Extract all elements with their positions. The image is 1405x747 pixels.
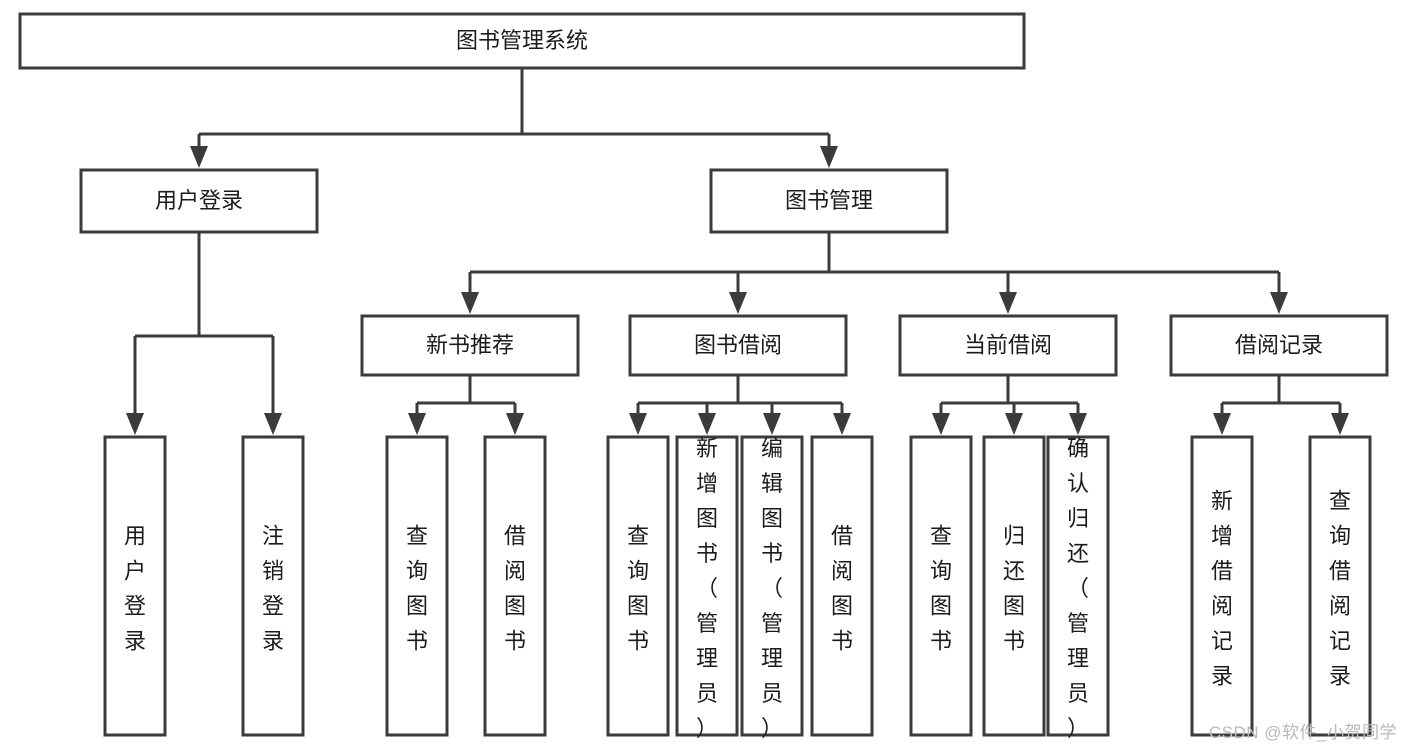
node-leaf-return-book[interactable]: 归还图书 (982, 435, 1046, 737)
node-box-leaf-query-book-cb (909, 435, 973, 737)
node-box-leaf-add-book (675, 435, 739, 737)
node-leaf-user-login[interactable]: 用户登录 (103, 435, 167, 737)
node-box-user-login (79, 168, 319, 234)
node-root[interactable]: 图书管理系统 (18, 12, 1026, 70)
node-leaf-borrow-book-bb[interactable]: 借阅图书 (810, 435, 874, 737)
connector-arrow (506, 413, 524, 435)
node-box-leaf-return-book (982, 435, 1046, 737)
node-label-current-borrow: 当前借阅 (964, 332, 1052, 357)
node-new-book-rec[interactable]: 新书推荐 (360, 314, 580, 377)
node-box-leaf-borrow-book-rec (483, 435, 547, 737)
node-label-leaf-edit-book: 编辑图书（管理员） (761, 436, 783, 741)
connector-arrow (833, 413, 851, 435)
node-borrow-record[interactable]: 借阅记录 (1169, 314, 1389, 377)
node-box-root (18, 12, 1026, 70)
node-box-new-book-rec (360, 314, 580, 377)
connector-arrow (763, 413, 781, 435)
node-label-leaf-add-book: 新增图书（管理员） (696, 436, 718, 741)
node-label-borrow-record: 借阅记录 (1235, 332, 1323, 357)
node-label-book-manage: 图书管理 (785, 188, 873, 213)
connector-arrow (190, 146, 208, 168)
connector-arrow (1331, 413, 1349, 435)
node-label-leaf-confirm-return: 确认归还（管理员） (1067, 436, 1089, 741)
csdn-watermark: CSDN @软件_小贺同学 (1208, 723, 1397, 742)
connector-arrow (1005, 413, 1023, 435)
connector-arrow (1213, 413, 1231, 435)
node-label-leaf-query-record: 查询借阅记录 (1329, 488, 1351, 688)
node-box-leaf-query-record (1308, 435, 1372, 737)
node-box-book-manage (709, 168, 949, 234)
node-book-borrow[interactable]: 图书借阅 (628, 314, 848, 377)
node-leaf-add-record[interactable]: 新增借阅记录 (1190, 435, 1254, 737)
node-leaf-query-record[interactable]: 查询借阅记录 (1308, 435, 1372, 737)
node-label-leaf-query-book-cb: 查询图书 (930, 523, 952, 653)
connector-arrow (461, 292, 479, 314)
node-box-leaf-query-book-bb (606, 435, 670, 737)
node-label-leaf-add-record: 新增借阅记录 (1211, 488, 1233, 688)
node-box-leaf-user-login (103, 435, 167, 737)
node-label-book-borrow: 图书借阅 (694, 332, 782, 357)
node-book-manage[interactable]: 图书管理 (709, 168, 949, 234)
connector-arrow (629, 413, 647, 435)
node-label-user-login: 用户登录 (155, 188, 243, 213)
node-box-leaf-confirm-return (1046, 435, 1110, 737)
node-box-leaf-borrow-book-bb (810, 435, 874, 737)
connector-layer (126, 68, 1349, 435)
node-leaf-query-book-rec[interactable]: 查询图书 (385, 435, 449, 737)
connector-arrow (932, 413, 950, 435)
connector-arrow (408, 413, 426, 435)
node-box-leaf-edit-book (740, 435, 804, 737)
node-label-leaf-return-book: 归还图书 (1003, 523, 1025, 653)
node-user-login[interactable]: 用户登录 (79, 168, 319, 234)
node-label-leaf-query-book-bb: 查询图书 (627, 523, 649, 653)
node-label-leaf-user-logout: 注销登录 (262, 523, 284, 653)
node-leaf-query-book-cb[interactable]: 查询图书 (909, 435, 973, 737)
node-box-leaf-user-logout (241, 435, 305, 737)
connector-arrow (1270, 292, 1288, 314)
node-leaf-query-book-bb[interactable]: 查询图书 (606, 435, 670, 737)
node-box-leaf-add-record (1190, 435, 1254, 737)
connector-arrow (264, 413, 282, 435)
connector-arrow (820, 146, 838, 168)
connector-arrow (999, 292, 1017, 314)
node-label-new-book-rec: 新书推荐 (426, 332, 514, 357)
connector-arrow (729, 292, 747, 314)
node-label-leaf-borrow-book-rec: 借阅图书 (504, 523, 526, 653)
node-leaf-add-book[interactable]: 新增图书（管理员） (675, 435, 739, 741)
node-box-leaf-query-book-rec (385, 435, 449, 737)
connector-arrow (698, 413, 716, 435)
node-current-borrow[interactable]: 当前借阅 (898, 314, 1118, 377)
node-label-leaf-query-book-rec: 查询图书 (406, 523, 428, 653)
node-layer: 图书管理系统用户登录图书管理新书推荐图书借阅当前借阅借阅记录用户登录注销登录查询… (18, 12, 1389, 741)
node-label-leaf-borrow-book-bb: 借阅图书 (831, 523, 853, 653)
node-label-root: 图书管理系统 (456, 28, 588, 53)
connector-arrow (126, 413, 144, 435)
node-box-borrow-record (1169, 314, 1389, 377)
node-leaf-edit-book[interactable]: 编辑图书（管理员） (740, 435, 804, 741)
connector-arrow (1069, 413, 1087, 435)
node-leaf-borrow-book-rec[interactable]: 借阅图书 (483, 435, 547, 737)
node-leaf-confirm-return[interactable]: 确认归还（管理员） (1046, 435, 1110, 741)
node-leaf-user-logout[interactable]: 注销登录 (241, 435, 305, 737)
node-label-leaf-user-login: 用户登录 (124, 523, 146, 653)
node-box-current-borrow (898, 314, 1118, 377)
node-box-book-borrow (628, 314, 848, 377)
